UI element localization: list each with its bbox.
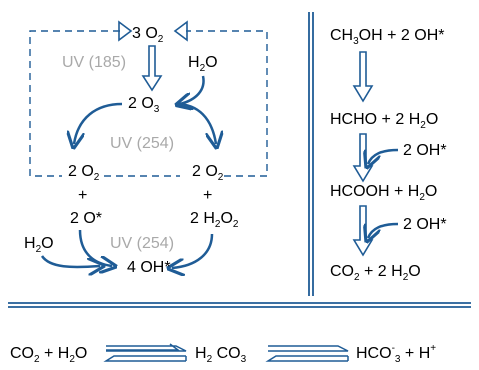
water-in: H2O: [188, 54, 218, 74]
arrow-water-to-oh: [40, 255, 100, 267]
arrowhead-right-top: [173, 20, 188, 42]
water-left: H2O: [24, 235, 54, 255]
curve-arrow-right: [175, 102, 216, 144]
species-2h2o2: 2 H2O2: [190, 210, 239, 230]
reagent-2oh-2: 2 OH*: [403, 216, 447, 233]
hollow-arrow-down-1: [141, 45, 163, 92]
equilibrium-arrow-forward-2: [268, 345, 349, 352]
equilibrium-left: CO2 + H2O: [10, 345, 87, 365]
species-2o3: 2 O3: [128, 95, 160, 115]
equilibrium-arrow-back-2: [265, 355, 349, 362]
reagent-arrow-2: [368, 148, 399, 164]
equilibrium-right: HCO-3 + H+: [356, 343, 436, 365]
dashed-frame: [29, 30, 268, 177]
step3-formic-acid: HCOOH + H2O: [330, 183, 437, 203]
species-2o2-left: 2 O2: [68, 163, 100, 183]
species-2o-star: 2 O*: [70, 210, 102, 227]
reagent-arrow-3: [368, 222, 399, 238]
species-4oh-star: 4 OH*: [127, 259, 171, 276]
reagent-2oh-1: 2 OH*: [403, 142, 447, 159]
hollow-arrow-down-2: [352, 51, 374, 103]
step4-products: CO2 + 2 H2O: [330, 263, 421, 283]
uv-254-mid-label: UV (254): [110, 135, 174, 152]
arrowhead-left-top: [118, 20, 133, 42]
plus-right: +: [203, 187, 212, 204]
arrow-peroxide-to-oh: [172, 233, 214, 268]
step1-methanol: CH3OH + 2 OH*: [330, 27, 444, 47]
species-3o2: 3 O2: [132, 25, 164, 45]
step2-formaldehyde: HCHO + 2 H2O: [330, 111, 438, 131]
water-in-arrow: [180, 75, 205, 104]
equilibrium-middle: H2 CO3: [195, 345, 247, 365]
equilibrium-arrow-forward-1: [106, 343, 187, 352]
arrow-o-to-oh: [78, 229, 112, 266]
species-2o2-right: 2 O2: [192, 163, 224, 183]
plus-left: +: [78, 187, 87, 204]
hollow-arrow-down-3: [352, 133, 374, 183]
curve-arrow-left: [74, 102, 123, 144]
uv-254-bottom-label: UV (254): [110, 235, 174, 252]
hollow-arrow-down-4: [352, 205, 374, 257]
equilibrium-arrow-back-1: [103, 355, 187, 362]
uv-185-label: UV (185): [62, 54, 126, 71]
